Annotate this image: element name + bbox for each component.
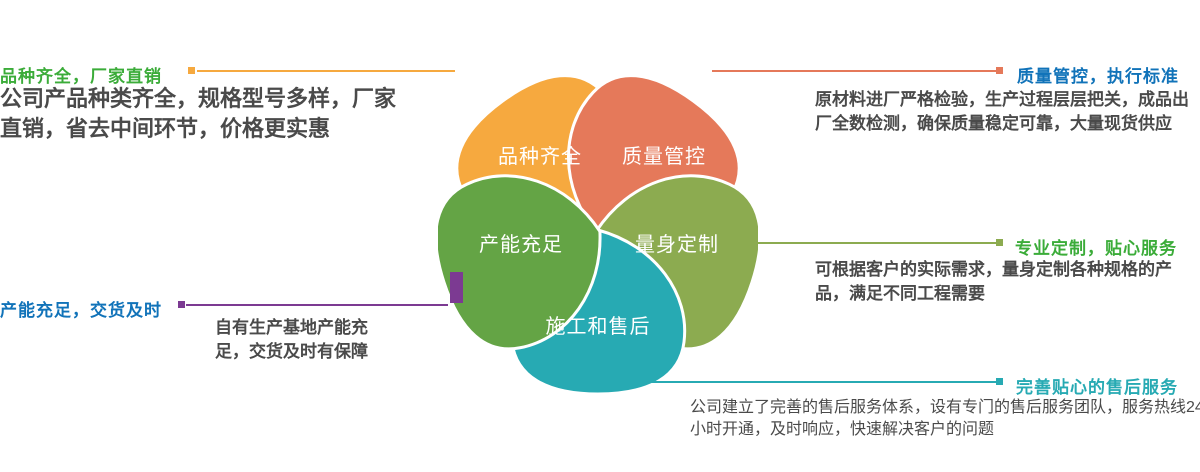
- callout-marker-variety: [188, 67, 195, 74]
- callout-body-service: 公司建立了完善的售后服务体系，设有专门的售后服务团队，服务热线24 小时开通，及…: [690, 397, 1200, 442]
- callout-vline-service: [605, 362, 607, 383]
- callout-body-custom: 可根据客户的实际需求，量身定制各种规格的产品，满足不同工程需要: [815, 260, 1172, 303]
- callout-body-service-line2: 小时开通，及时响应，快速解决客户的问题: [690, 421, 995, 439]
- callout-tab-capacity: [450, 272, 463, 303]
- callout-heading-capacity: 产能充足，交货及时: [0, 301, 162, 320]
- callout-body-service-line1: 公司建立了完善的售后服务体系，设有专门的售后服务团队，服务热线24: [690, 399, 1200, 416]
- petal-label-service: 施工和售后: [545, 316, 651, 338]
- callout-heading-custom: 专业定制，贴心服务: [1015, 239, 1177, 258]
- callout-heading-service: 完善贴心的售后服务: [1016, 378, 1178, 397]
- petal-capacity-shape: [438, 174, 602, 351]
- callout-body-variety: 公司产品种类齐全，规格型号多样，厂家直销，省去中间环节，价格更实惠: [0, 86, 397, 141]
- callout-line-custom: [745, 242, 996, 244]
- petal-label-capacity: 产能充足: [479, 234, 563, 256]
- petal-label-quality: 质量管控: [622, 146, 706, 168]
- callout-body-capacity: 自有生产基地产能充足，交货及时有保障: [215, 318, 368, 361]
- callout-body-quality: 原材料进厂严格检验，生产过程层层把关，成品出厂全数检测，确保质量稳定可靠，大量现…: [815, 90, 1189, 133]
- petal-label-variety: 品种齐全: [498, 146, 582, 168]
- callout-heading-variety: 品种齐全，厂家直销: [0, 67, 162, 86]
- callout-marker-capacity: [178, 301, 185, 308]
- callout-line-quality: [712, 70, 996, 72]
- callout-line-service: [605, 381, 996, 383]
- callout-line-variety: [197, 70, 455, 72]
- callout-marker-service: [996, 378, 1003, 385]
- callout-marker-custom: [996, 239, 1003, 246]
- callout-heading-quality: 质量管控，执行标准: [1017, 67, 1179, 86]
- petal-label-custom: 量身定制: [635, 234, 719, 256]
- callout-marker-quality: [996, 67, 1003, 74]
- callout-line-capacity: [186, 304, 448, 306]
- flower-diagram: [438, 74, 758, 396]
